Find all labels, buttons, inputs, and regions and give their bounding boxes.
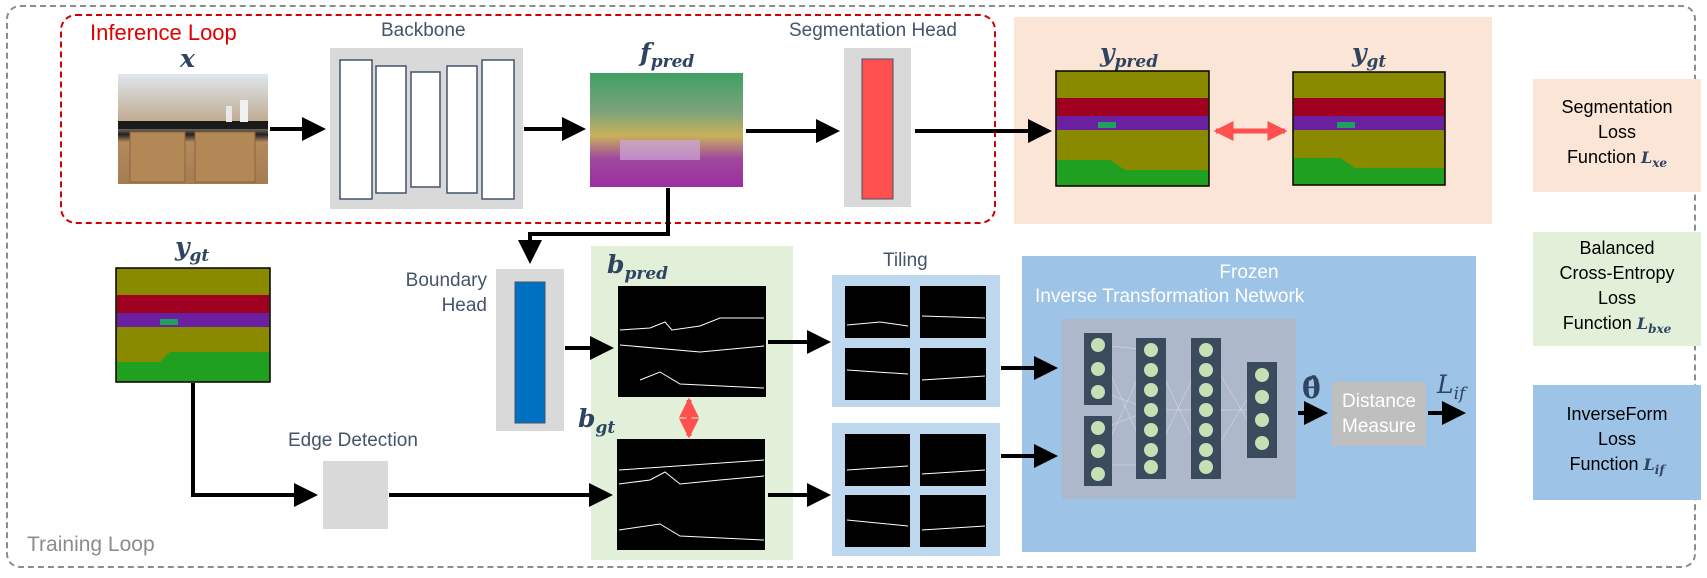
theta-hat-label: θ̂ bbox=[1302, 372, 1321, 405]
legend-inverseform-loss: InverseForm Loss Function Lif bbox=[1533, 385, 1701, 500]
distance-measure-box bbox=[1332, 382, 1426, 446]
f-pred-label: fpred bbox=[640, 38, 695, 72]
seg-gt-image-top bbox=[1292, 71, 1446, 186]
inference-loop-label: Inference Loop bbox=[90, 20, 237, 45]
boundary-head bbox=[496, 269, 564, 431]
boundary-gt-image bbox=[617, 439, 765, 550]
input-x-label: x bbox=[180, 44, 195, 73]
training-loop-label: Training Loop bbox=[27, 533, 155, 556]
b-gt-label: bgt bbox=[578, 404, 616, 438]
input-image bbox=[118, 74, 268, 184]
y-gt-label-top: ygt bbox=[1352, 38, 1387, 72]
legend-segmentation-loss: Segmentation Loss Function Lxe bbox=[1533, 79, 1701, 192]
distance-measure-label: Distance Measure bbox=[1342, 391, 1416, 437]
seg-pred-image bbox=[1055, 70, 1210, 187]
boundary-pred-image bbox=[618, 286, 766, 397]
b-pred-label: bpred bbox=[607, 250, 669, 284]
l-if-label: Lif bbox=[1437, 370, 1466, 404]
edge-detection-box bbox=[323, 461, 388, 529]
seg-gt-image-left bbox=[115, 267, 271, 383]
comparison-arrows bbox=[679, 121, 1288, 439]
tiles-top bbox=[845, 286, 986, 400]
itn-title-line1: Frozen bbox=[1219, 262, 1279, 283]
flow-arrows bbox=[191, 117, 1466, 507]
feature-map bbox=[590, 73, 743, 187]
backbone-label: Backbone bbox=[381, 20, 466, 41]
boundary-head-label: Boundary Head bbox=[405, 270, 487, 316]
itn-network bbox=[1062, 319, 1296, 499]
itn-title-line2: Inverse Transformation Network bbox=[1035, 286, 1305, 307]
edge-detection-label: Edge Detection bbox=[288, 430, 418, 451]
y-gt-label-left: ygt bbox=[175, 232, 210, 266]
segmentation-head bbox=[844, 48, 911, 207]
backbone-block bbox=[330, 48, 523, 209]
inference-loop-border bbox=[60, 14, 996, 224]
legend-boundary-loss: Balanced Cross-Entropy Loss Function Lbx… bbox=[1533, 232, 1701, 346]
segmentation-head-label: Segmentation Head bbox=[789, 20, 957, 41]
y-pred-label: ypred bbox=[1100, 38, 1159, 72]
tiling-label: Tiling bbox=[883, 250, 928, 271]
tiles-bottom bbox=[845, 434, 986, 547]
